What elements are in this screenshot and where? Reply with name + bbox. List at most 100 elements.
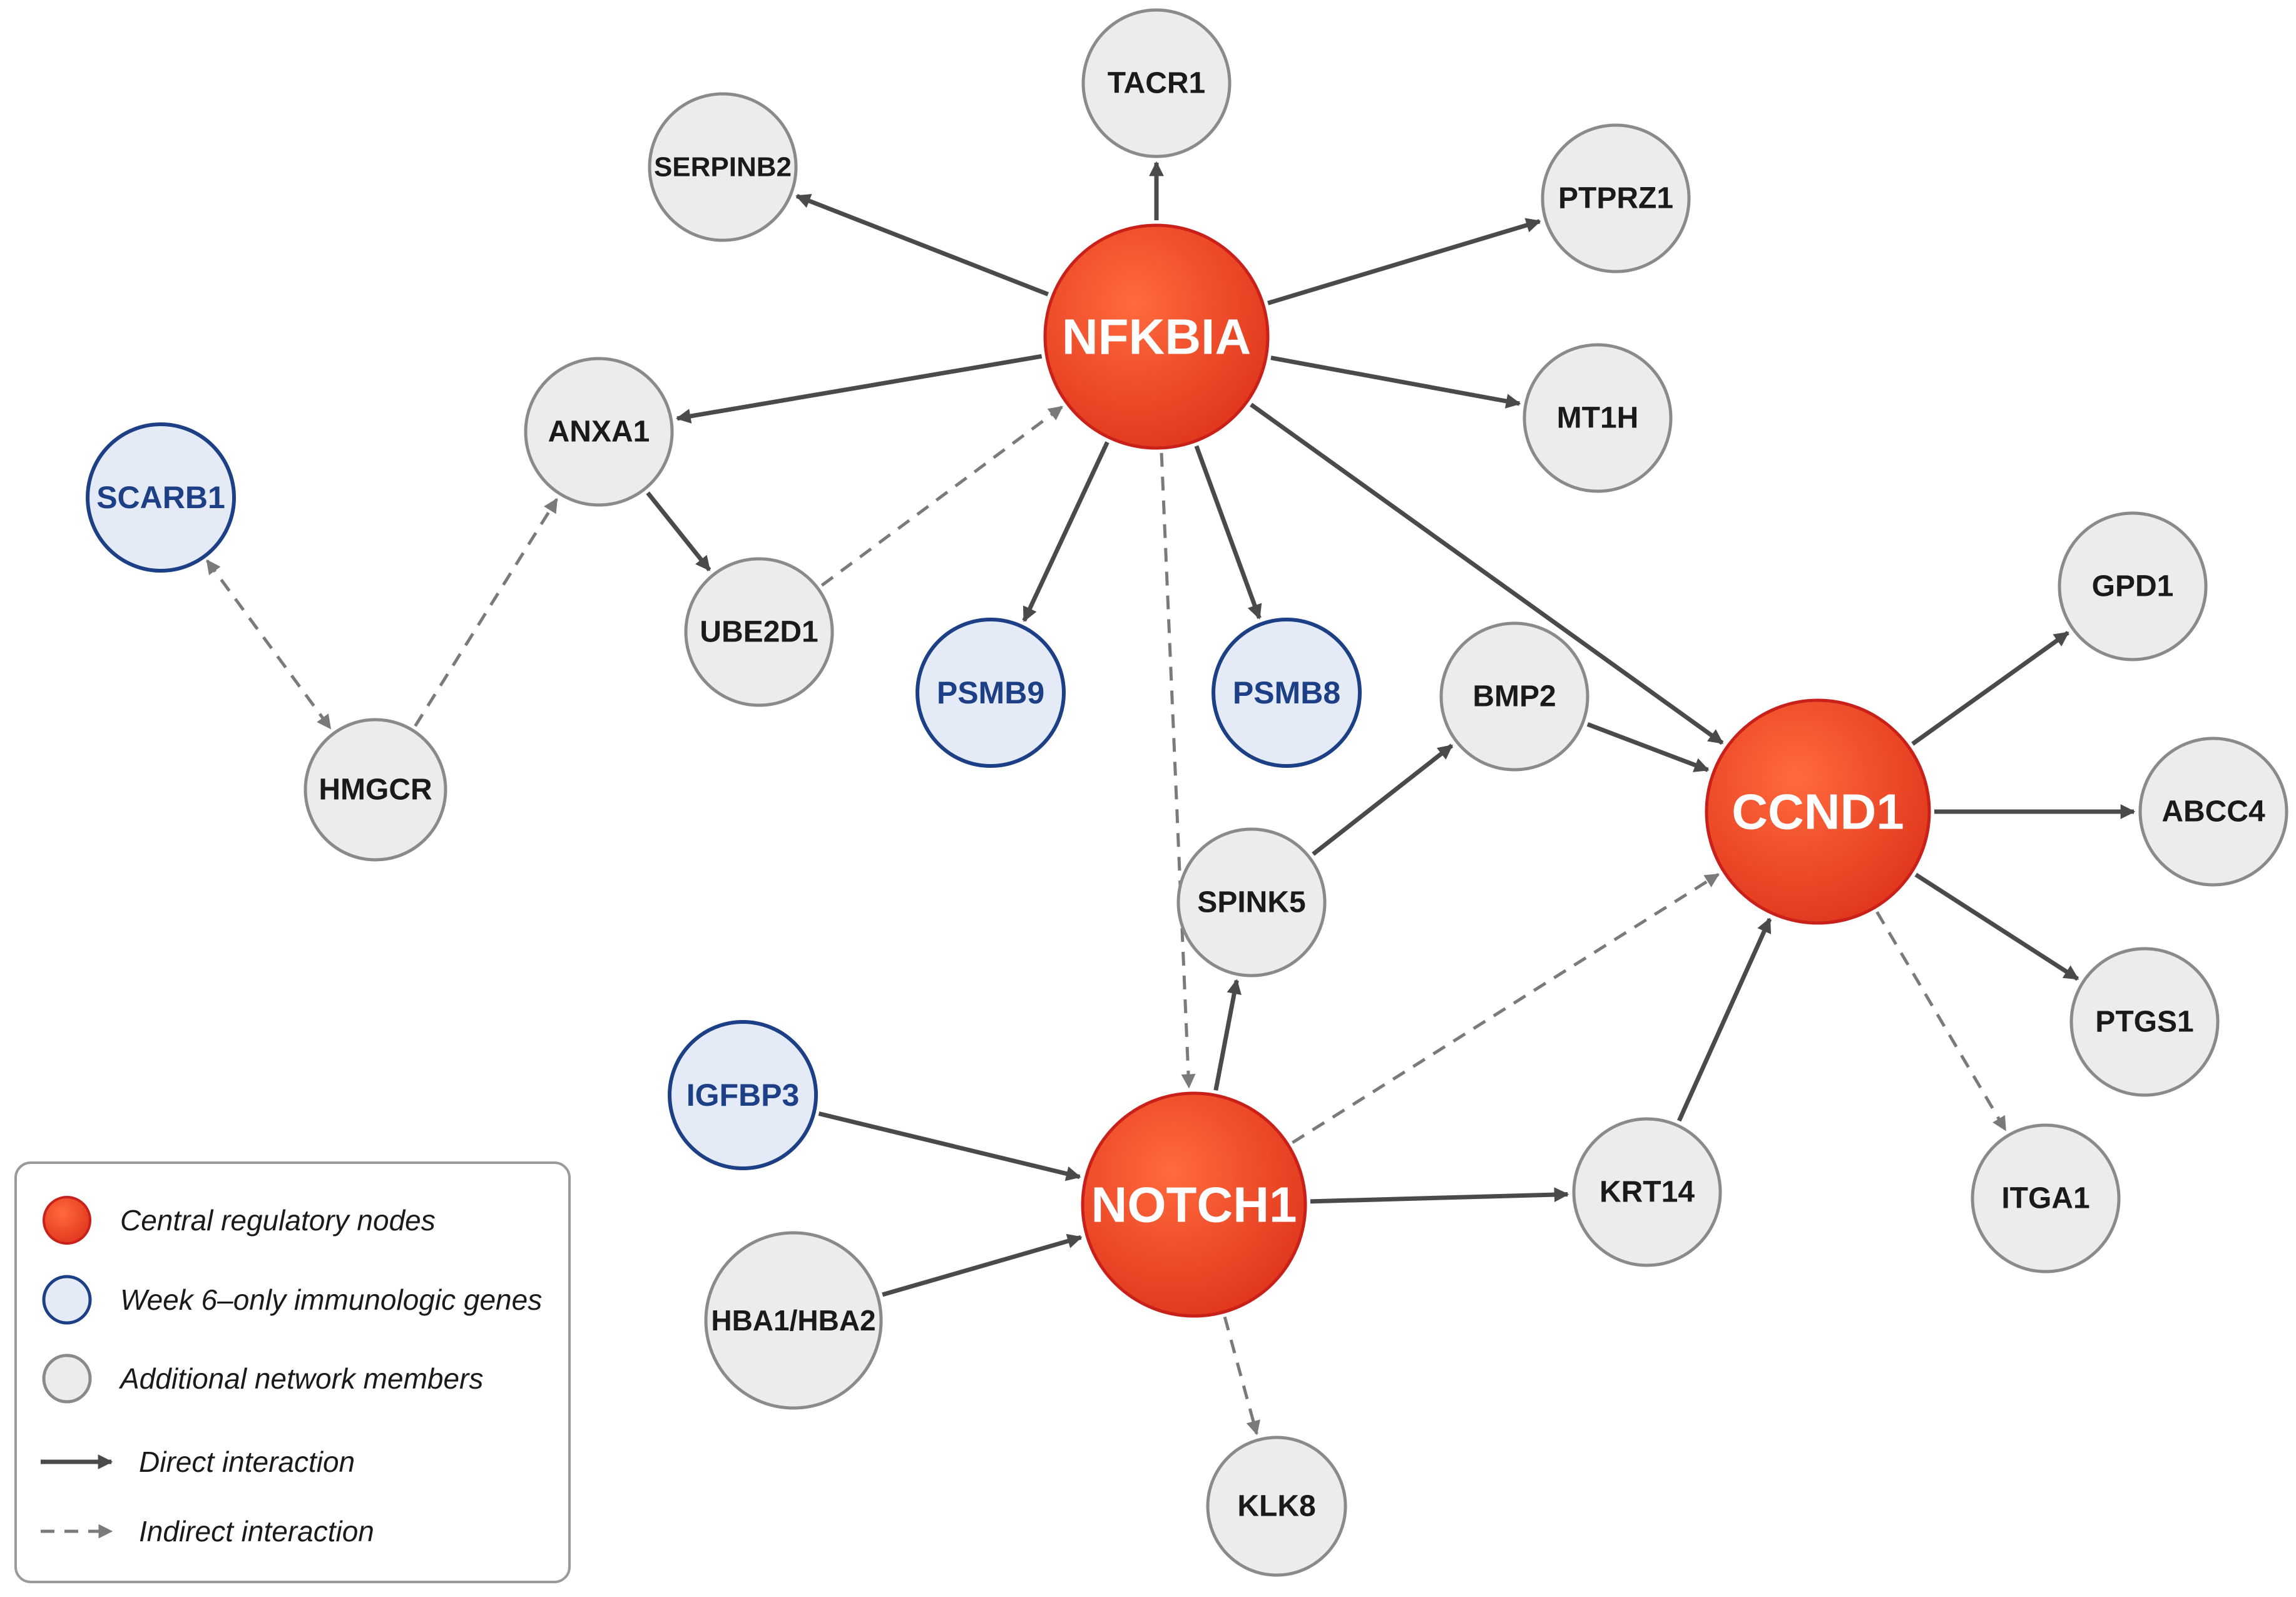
- edge-notch1-to-klk8: [1223, 1316, 1260, 1436]
- node-bmp2: BMP2: [1439, 621, 1589, 772]
- node-circle-ube2d1: [684, 557, 834, 707]
- node-circle-serpinb2: [648, 92, 798, 242]
- edge-nfkbia-to-ccnd1: [1250, 402, 1724, 745]
- node-label-ptprz1: PTPRZ1: [1558, 182, 1673, 215]
- edge-nfkbia-to-anxa1: [675, 354, 1043, 424]
- node-tacr1: TACR1: [1081, 8, 1232, 158]
- node-klk8: KLK8: [1206, 1436, 1347, 1577]
- legend-indirect-label: Indirect interaction: [139, 1515, 374, 1548]
- node-label-scarb1: SCARB1: [96, 480, 225, 515]
- node-label-anxa1: ANXA1: [548, 416, 650, 449]
- node-circle-nfkbia: [1043, 223, 1270, 450]
- node-gpd1: GPD1: [2058, 511, 2208, 661]
- node-circle-klk8: [1206, 1436, 1347, 1577]
- node-circle-bmp2: [1439, 621, 1589, 772]
- node-igfbp3: IGFBP3: [668, 1020, 818, 1170]
- node-label-bmp2: BMP2: [1472, 680, 1556, 713]
- node-label-psmb9: PSMB9: [937, 675, 1044, 710]
- node-ptprz1: PTPRZ1: [1541, 123, 1691, 273]
- edge-krt14-to-ccnd1: [1677, 917, 1772, 1122]
- node-label-abcc4: ABCC4: [2161, 795, 2265, 829]
- node-circle-igfbp3: [668, 1020, 818, 1170]
- legend: Central regulatory nodes Week 6–only imm…: [14, 1161, 571, 1583]
- node-ptgs1: PTGS1: [2069, 947, 2220, 1097]
- node-circle-notch1: [1081, 1091, 1307, 1318]
- node-circle-krt14: [1572, 1117, 1722, 1267]
- edges-layer: [205, 161, 2136, 1436]
- edge-igfbp3-to-notch1: [818, 1111, 1081, 1181]
- edge-nfkbia-to-serpinb2: [795, 193, 1049, 297]
- node-spink5: SPINK5: [1176, 827, 1327, 977]
- node-label-ube2d1: UBE2D1: [700, 616, 818, 649]
- node-circle-psmb8: [1212, 618, 1362, 768]
- edge-ccnd1-to-ptgs1: [1914, 872, 2079, 981]
- node-hmgcr: HMGCR: [304, 718, 447, 862]
- edge-nfkbia-to-ptprz1: [1267, 218, 1541, 305]
- node-label-spink5: SPINK5: [1197, 886, 1305, 919]
- node-circle-mt1h: [1523, 343, 1673, 493]
- node-nfkbia: NFKBIA: [1043, 223, 1270, 450]
- legend-central-swatch: [43, 1196, 91, 1245]
- node-circle-psmb9: [916, 618, 1066, 768]
- node-circle-ptgs1: [2069, 947, 2220, 1097]
- node-circle-tacr1: [1081, 8, 1232, 158]
- node-notch1: NOTCH1: [1081, 1091, 1307, 1318]
- node-label-hmgcr: HMGCR: [319, 773, 432, 807]
- node-scarb1: SCARB1: [86, 422, 236, 573]
- node-circle-hba: [704, 1231, 883, 1410]
- edge-notch1-to-krt14: [1310, 1187, 1569, 1204]
- legend-box: [14, 1161, 571, 1583]
- node-circle-hmgcr: [304, 718, 447, 862]
- node-label-igfbp3: IGFBP3: [686, 1078, 800, 1113]
- edge-notch1-to-ccnd1: [1292, 873, 1720, 1144]
- node-psmb9: PSMB9: [916, 618, 1066, 768]
- edge-nfkbia-to-mt1h: [1270, 355, 1521, 409]
- node-label-nfkbia: NFKBIA: [1062, 309, 1251, 365]
- node-circle-scarb1: [86, 422, 236, 573]
- node-label-mt1h: MT1H: [1557, 402, 1639, 435]
- node-label-psmb8: PSMB8: [1233, 675, 1340, 710]
- node-label-notch1: NOTCH1: [1091, 1177, 1297, 1233]
- legend-immuno-swatch: [42, 1275, 92, 1325]
- node-circle-ptprz1: [1541, 123, 1691, 273]
- node-itga1: ITGA1: [1971, 1123, 2121, 1273]
- edge-nfkbia-to-notch1: [1160, 452, 1196, 1089]
- edge-bmp2-to-ccnd1: [1586, 722, 1710, 772]
- node-label-ptgs1: PTGS1: [2095, 1006, 2193, 1039]
- legend-central-label: Central regulatory nodes: [120, 1204, 436, 1237]
- node-label-klk8: KLK8: [1237, 1490, 1315, 1523]
- edge-hba-to-notch1: [882, 1233, 1083, 1297]
- node-krt14: KRT14: [1572, 1117, 1722, 1267]
- node-ccnd1: CCND1: [1705, 698, 1931, 925]
- edge-nfkbia-to-psmb9: [1022, 441, 1110, 623]
- legend-direct-label: Direct interaction: [139, 1446, 355, 1478]
- node-label-serpinb2: SERPINB2: [654, 152, 792, 183]
- node-anxa1: ANXA1: [524, 357, 674, 507]
- legend-member-label: Additional network members: [118, 1362, 483, 1395]
- node-label-gpd1: GPD1: [2092, 570, 2174, 603]
- legend-immuno-label: Week 6–only immunologic genes: [120, 1283, 542, 1316]
- edge-hmgcr-to-anxa1: [414, 497, 558, 727]
- node-label-tacr1: TACR1: [1108, 67, 1205, 100]
- legend-member-swatch: [42, 1354, 92, 1404]
- edge-ccnd1-to-itga1: [1875, 911, 2007, 1131]
- edge-ube2d1-to-nfkbia: [820, 406, 1063, 587]
- node-circle-itga1: [1971, 1123, 2121, 1273]
- edge-notch1-to-spink5: [1213, 979, 1242, 1091]
- node-circle-spink5: [1176, 827, 1327, 977]
- edge-scarb1-to-hmgcr: [205, 559, 332, 730]
- edge-nfkbia-to-psmb8: [1194, 445, 1262, 620]
- node-ube2d1: UBE2D1: [684, 557, 834, 707]
- node-circle-gpd1: [2058, 511, 2208, 661]
- node-label-ccnd1: CCND1: [1732, 784, 1904, 840]
- node-label-itga1: ITGA1: [2001, 1182, 2089, 1215]
- node-circle-ccnd1: [1705, 698, 1931, 925]
- node-serpinb2: SERPINB2: [648, 92, 798, 242]
- node-hba: HBA1/HBA2: [704, 1231, 883, 1410]
- node-circle-anxa1: [524, 357, 674, 507]
- edge-anxa1-to-ube2d1: [646, 491, 712, 572]
- edge-spink5-to-bmp2: [1312, 743, 1454, 856]
- node-label-hba: HBA1/HBA2: [711, 1304, 875, 1337]
